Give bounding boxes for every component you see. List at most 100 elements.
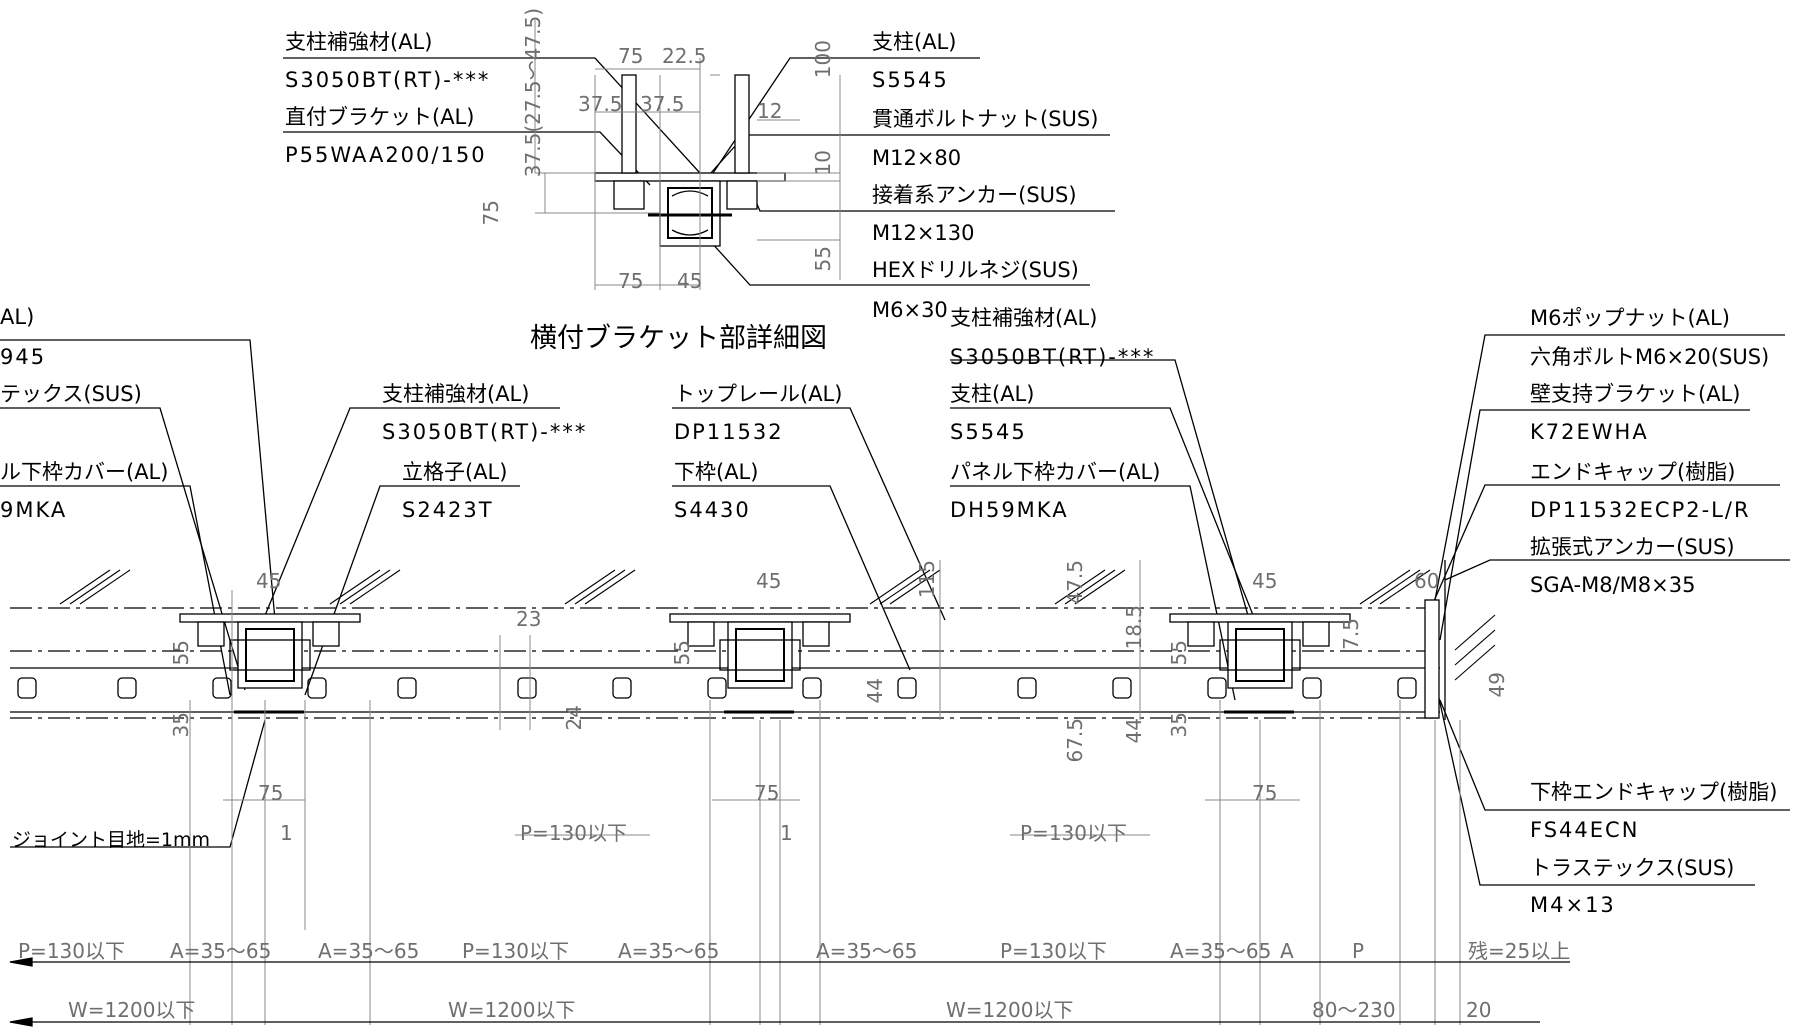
leader-line: [699, 229, 870, 286]
leader-line: [304, 485, 398, 696]
dim-75-b: 75: [754, 781, 780, 805]
label-left-1: AL): [0, 305, 35, 329]
base-plate: [594, 172, 786, 182]
dim-75-c: 75: [1252, 781, 1278, 805]
label-post-top: 支柱(AL): [872, 30, 957, 54]
leader-line: [254, 407, 380, 641]
bottom-a-3: A=35〜65: [618, 939, 720, 963]
dim-37-5-range: 37.5(27.5〜47.5): [521, 8, 545, 178]
dim-37-5-a: 37.5: [578, 92, 623, 116]
bottom-20: 20: [1466, 998, 1492, 1022]
bottom-p130-2: P=130以下: [462, 939, 569, 963]
label-left-3: テックス(SUS): [0, 382, 142, 406]
dim-45-a: 45: [256, 569, 282, 593]
label-truss: トラステックス(SUS): [1530, 856, 1735, 880]
dim-47-5: 47.5: [1063, 560, 1087, 605]
label-pop: M6ポップナット(AL): [1530, 306, 1730, 330]
dim-1-b: 1: [780, 821, 793, 845]
label-endcap-code: DP11532ECP2-L/R: [1530, 498, 1751, 522]
label-hosei-mid: 支柱補強材(AL): [382, 382, 530, 406]
label-hosei-mid-code: S3050BT(RT)-***: [382, 420, 588, 444]
leader-line: [1429, 484, 1495, 611]
dim-55-b: 55: [670, 640, 694, 666]
label-hosei-top-code: S3050BT(RT)-***: [285, 68, 491, 92]
dim-22-5: 22.5: [662, 44, 707, 68]
dim-115: 115: [915, 560, 939, 599]
label-post-right: 支柱(AL): [950, 382, 1035, 406]
label-hosei-top: 支柱補強材(AL): [285, 30, 433, 54]
dim-45-b: 45: [756, 569, 782, 593]
leader-line: [135, 407, 246, 691]
leader-line: [845, 407, 946, 621]
nut-left: [613, 180, 645, 210]
dim-37-5-b: 37.5: [640, 92, 685, 116]
dim-67-5: 67.5: [1063, 718, 1087, 763]
bottom-a-5: A=35〜65: [1170, 939, 1272, 963]
dim-p130-b: P=130以下: [1020, 821, 1127, 845]
post-assembly-3: [1169, 613, 1351, 714]
leader-line: [1045, 407, 1256, 621]
leader-line: [150, 339, 276, 621]
label-anchor: 接着系アンカー(SUS): [872, 183, 1077, 207]
dim-55-top: 55: [811, 246, 835, 272]
bottom-a-4: A=35〜65: [816, 939, 918, 963]
leader-line: [455, 57, 721, 196]
label-wall-code: K72EWHA: [1530, 420, 1649, 444]
nut-right: [726, 180, 758, 210]
bottom-p: P: [1352, 939, 1365, 963]
dim-55-a: 55: [169, 640, 193, 666]
dim-24: 24: [562, 705, 586, 731]
label-exp-code: SGA-M8/M8×35: [1530, 573, 1696, 597]
dim-60: 60: [1414, 569, 1440, 593]
dim-44-a: 44: [863, 678, 887, 704]
dim-10: 10: [811, 150, 835, 176]
leader-line: [739, 164, 870, 212]
label-tate-code: S2423T: [402, 498, 494, 522]
dim-45-c: 45: [1252, 569, 1278, 593]
leader-line: [820, 485, 911, 671]
label-exp: 拡張式アンカー(SUS): [1530, 535, 1735, 559]
leader-line: [1180, 485, 1236, 701]
bottom-rail-slots: [17, 677, 1417, 699]
dim-1-a: 1: [280, 821, 293, 845]
dim-18-5: 18.5: [1122, 605, 1146, 650]
label-top-rail: トップレール(AL): [674, 382, 843, 406]
label-drill: HEXドリルネジ(SUS): [872, 258, 1079, 282]
dim-35-c: 35: [1167, 712, 1191, 738]
dim-44-b: 44: [1122, 718, 1146, 744]
label-bolt: 貫通ボルトナット(SUS): [872, 107, 1099, 131]
label-truss-code: M4×13: [1530, 893, 1616, 917]
dim-35-a: 35: [169, 712, 193, 738]
label-bolt-code: M12×80: [872, 146, 962, 170]
dim-75-a: 75: [258, 781, 284, 805]
label-shita-end: 下枠エンドキャップ(樹脂): [1530, 780, 1778, 804]
label-hex: 六角ボルトM6×20(SUS): [1530, 345, 1770, 369]
leader-line: [1439, 699, 1495, 811]
dim-49: 49: [1485, 672, 1509, 698]
bottom-w-3: W=1200以下: [946, 998, 1074, 1022]
leader-line: [1434, 679, 1495, 886]
label-cover-code: DH59MKA: [950, 498, 1069, 522]
label-shita-end-code: FS44ECN: [1530, 818, 1640, 842]
dim-75-vert: 75: [479, 200, 503, 226]
dim-p130-a: P=130以下: [520, 821, 627, 845]
bottom-w-1: W=1200以下: [68, 998, 196, 1022]
dim-75-top: 75: [618, 44, 644, 68]
anchor-bolt-left: [621, 74, 637, 174]
label-hosei-right: 支柱補強材(AL): [950, 306, 1098, 330]
leader-line: [704, 57, 870, 186]
dim-23: 23: [516, 607, 542, 631]
label-anchor-code: M12×130: [872, 221, 975, 245]
dim-100: 100: [811, 40, 835, 79]
label-bracket-code: P55WAA200/150: [285, 143, 487, 167]
post-assembly-2: [669, 613, 851, 714]
bottom-80-230: 80〜230: [1312, 998, 1396, 1022]
bottom-remain: 残=25以上: [1468, 939, 1571, 963]
label-top-rail-code: DP11532: [674, 420, 784, 444]
label-shita-code: S4430: [674, 498, 751, 522]
wall-bracket: [1424, 599, 1440, 719]
page-title: 横付ブラケット部詳細図: [530, 323, 827, 354]
bottom-a-2: A=35〜65: [318, 939, 420, 963]
dim-7-5: 7.5: [1339, 618, 1363, 650]
label-left-4: ル下枠カバー(AL): [0, 460, 169, 484]
